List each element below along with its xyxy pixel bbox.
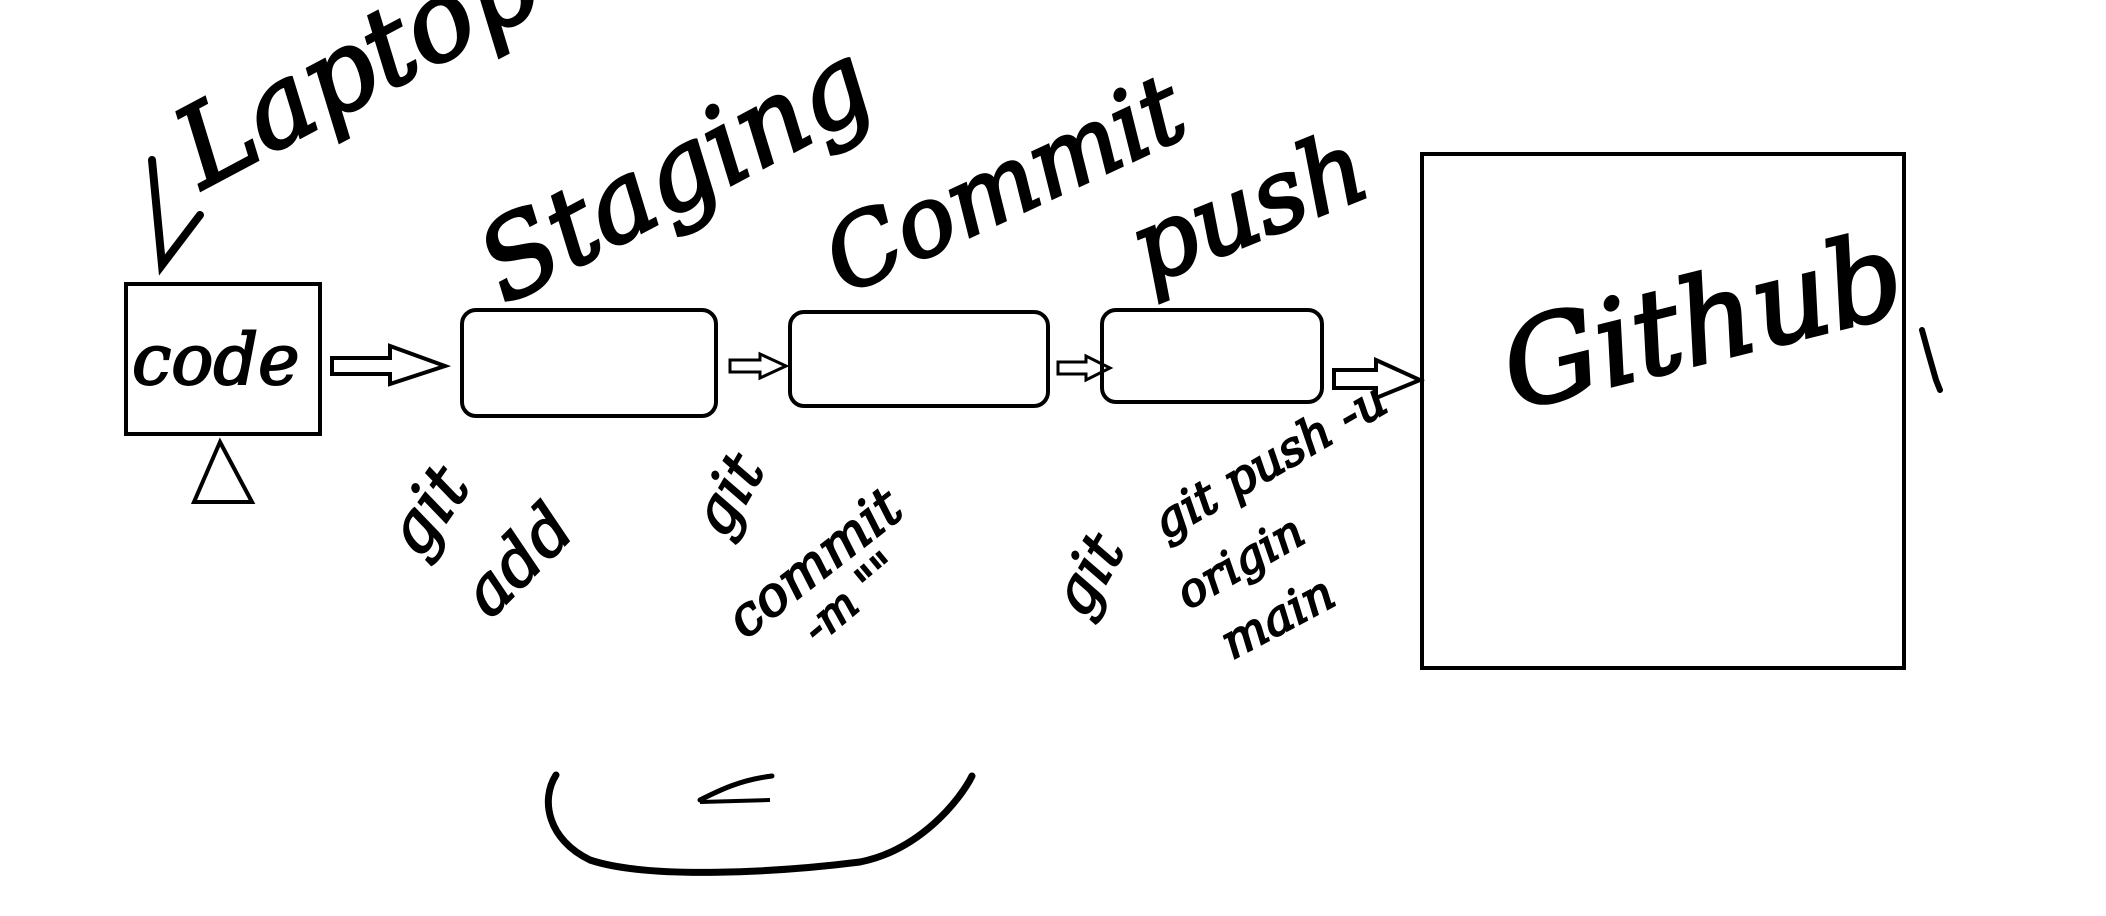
github-box xyxy=(1420,152,1906,670)
git-push-prefix: git xyxy=(1037,521,1139,628)
git-commit-command: git commit -m "" xyxy=(676,440,915,654)
github-label: Github xyxy=(1488,205,1916,437)
loop-inner-base xyxy=(699,798,771,804)
loop-scribble xyxy=(544,771,976,876)
code-label: code xyxy=(132,319,300,401)
git-add-line1: git xyxy=(370,451,485,569)
loop-curve xyxy=(544,771,976,876)
arrow-commit-to-push xyxy=(1056,353,1114,383)
staging-box xyxy=(460,308,718,418)
git-push-command: git git push -u origin main xyxy=(1036,371,1397,672)
laptop-stand-triangle xyxy=(190,437,256,504)
github-node: Github xyxy=(1420,152,1918,670)
stray-mark xyxy=(1919,327,1943,393)
arrow-staging-to-commit xyxy=(728,351,790,381)
check-mark-icon xyxy=(148,156,204,276)
loop-inner-stroke xyxy=(697,773,775,803)
arrow-code-to-staging xyxy=(330,343,452,387)
git-commit-line1: git xyxy=(677,441,779,548)
code-box xyxy=(124,282,322,436)
arrow-push-to-github xyxy=(1332,356,1426,401)
push-box xyxy=(1100,308,1324,404)
laptop-label: Laptop xyxy=(153,0,559,213)
code-node: code xyxy=(124,282,322,504)
git-add-command: git add xyxy=(369,450,590,632)
staging-label: Staging xyxy=(459,18,892,327)
commit-box xyxy=(788,310,1050,408)
